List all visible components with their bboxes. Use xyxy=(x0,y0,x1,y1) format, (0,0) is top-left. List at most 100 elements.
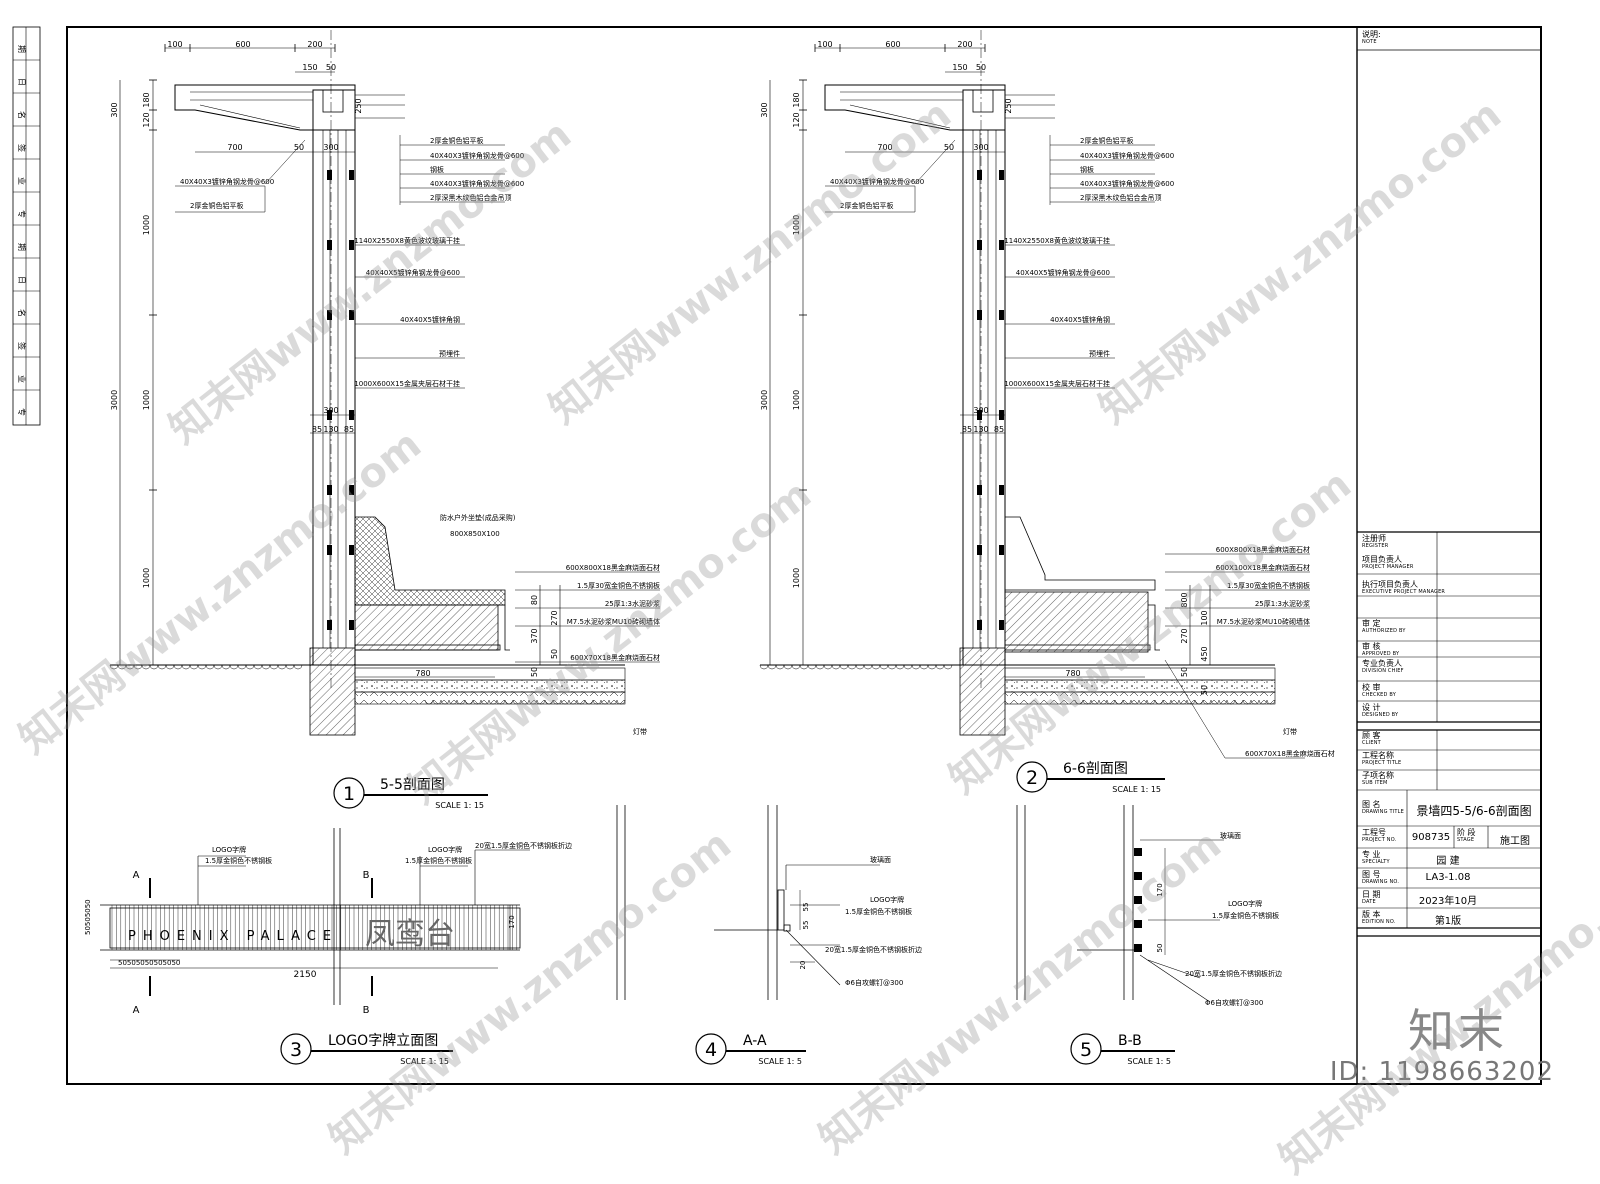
strip-label: 名 xyxy=(17,111,27,119)
view-number-circle xyxy=(1016,761,1048,793)
angle-steel-stud xyxy=(977,170,982,180)
strip-label: 业 xyxy=(17,375,27,383)
date-value: 2023年10月 xyxy=(1418,896,1478,907)
ground-texture xyxy=(911,664,921,670)
view-scale: SCALE 1: 5 xyxy=(758,1057,802,1066)
dimension-text: 250 xyxy=(354,98,363,113)
ground-texture xyxy=(189,664,199,670)
ground-texture xyxy=(109,664,119,670)
stone-edge xyxy=(498,604,510,651)
material-label: 1000X600X15金属夹层石材干挂 xyxy=(354,379,460,388)
ground-texture xyxy=(229,664,239,670)
section-b-b-drawing xyxy=(1016,805,1224,1003)
gravel-layer xyxy=(354,679,626,693)
ground-texture xyxy=(783,664,793,670)
paving-layer xyxy=(1004,667,1276,681)
material-label: 25厚1:3水泥砂浆 xyxy=(1255,599,1310,608)
dimension-text: 3000 xyxy=(760,390,769,410)
ground-texture xyxy=(133,664,143,670)
material-label: 灯带 xyxy=(1283,727,1297,736)
dimension-text: 300 xyxy=(760,102,769,117)
strip-label: 专 xyxy=(17,408,27,416)
brick-bench-body xyxy=(1004,591,1149,653)
view-title: B-B xyxy=(1118,1033,1142,1049)
soil-layer xyxy=(1004,691,1276,705)
dimension-text: 85 xyxy=(962,425,972,434)
material-label: 40X40X5镀锌角钢龙骨@600 xyxy=(366,268,460,277)
ground-texture xyxy=(165,664,175,670)
angle-steel-stud xyxy=(327,485,332,495)
material-label: 40X40X3镀锌角钢龙骨@600 xyxy=(830,177,924,186)
specialty-value: 园 建 xyxy=(1436,856,1460,867)
view-title: LOGO字牌立面图 xyxy=(328,1032,438,1049)
dimension-text: 50505050505050 xyxy=(118,959,180,967)
sign-text-cn: 凤鸾台 xyxy=(365,917,455,952)
ground-texture xyxy=(879,664,889,670)
ground-texture xyxy=(293,664,303,670)
material-label: 1.5厚30宽金铜色不锈钢板 xyxy=(1227,581,1310,590)
view-scale: SCALE 1: 5 xyxy=(1127,1057,1171,1066)
ground-texture xyxy=(125,664,135,670)
material-label: LOGO字牌 xyxy=(1228,899,1262,908)
dimension-text: 700 xyxy=(877,143,892,152)
dimension-text: 130 xyxy=(973,425,988,434)
dimension-text: 300 xyxy=(973,143,988,152)
material-label: 1.5厚30宽金铜色不锈钢板 xyxy=(577,581,660,590)
dimension-text: 50 xyxy=(326,63,336,72)
material-label: 1.5厚金铜色不锈钢板 xyxy=(1212,911,1279,920)
drawing-no-value: LA3-1.08 xyxy=(1425,872,1471,883)
angle-steel-stud xyxy=(977,240,982,250)
ground-texture xyxy=(887,664,897,670)
angle-steel-stud xyxy=(327,620,332,630)
dimension-text: 130 xyxy=(323,425,338,434)
canopy-underside xyxy=(199,104,301,129)
dimension-text: 270 xyxy=(1180,628,1189,643)
material-label: 玻璃面 xyxy=(870,855,891,864)
dimension-text: 180 xyxy=(142,92,151,107)
dimension-text: 120 xyxy=(142,112,151,127)
angle-steel-stud xyxy=(349,240,354,250)
dimension-text: 200 xyxy=(957,40,972,49)
angle-steel-stud xyxy=(999,240,1004,250)
soil-layer xyxy=(354,691,626,705)
strip-label: 业 xyxy=(17,177,27,185)
material-label: 2厚深黑木纹色铝合金吊顶 xyxy=(1080,193,1161,202)
sign-text-en: PHOENIX PALACE xyxy=(128,929,338,944)
material-label: 25厚1:3水泥砂浆 xyxy=(605,599,660,608)
angle-steel-stud xyxy=(327,170,332,180)
dimension-text: 50 xyxy=(530,667,539,677)
ground-texture xyxy=(927,664,937,670)
canopy-underside xyxy=(849,104,951,129)
angle-steel-stud xyxy=(327,310,332,320)
brick-bench-body xyxy=(354,604,499,651)
material-label: 2厚金铜色铝平板 xyxy=(840,201,893,210)
stage-value: 施工图 xyxy=(1500,836,1530,847)
material-label: LOGO字牌 xyxy=(870,895,904,904)
ground-texture xyxy=(823,664,833,670)
view-number-circle xyxy=(695,1033,727,1065)
dimension-text: 700 xyxy=(227,143,242,152)
dimension-text: 1000 xyxy=(792,568,801,588)
material-label: M7.5水泥砂浆MU10砖砌墙体 xyxy=(1217,617,1310,626)
section-mark: A xyxy=(133,1005,140,1016)
ground-texture xyxy=(253,664,263,670)
dimension-text: 300 xyxy=(323,406,338,415)
dimension-text: 85 xyxy=(312,425,322,434)
view-scale: SCALE 1: 15 xyxy=(1112,785,1161,794)
ground-texture xyxy=(157,664,167,670)
dimension-text: 270 xyxy=(550,610,559,625)
dimension-text: 780 xyxy=(1065,669,1080,678)
dimension-text: 20 xyxy=(799,961,807,970)
ground-texture xyxy=(245,664,255,670)
view-number: 4 xyxy=(705,1039,717,1061)
ground-texture xyxy=(759,664,769,670)
ground-texture xyxy=(277,664,287,670)
ground-texture xyxy=(221,664,231,670)
material-label: 800X850X100 xyxy=(450,530,500,538)
project-no-value: 908735 xyxy=(1411,832,1451,843)
